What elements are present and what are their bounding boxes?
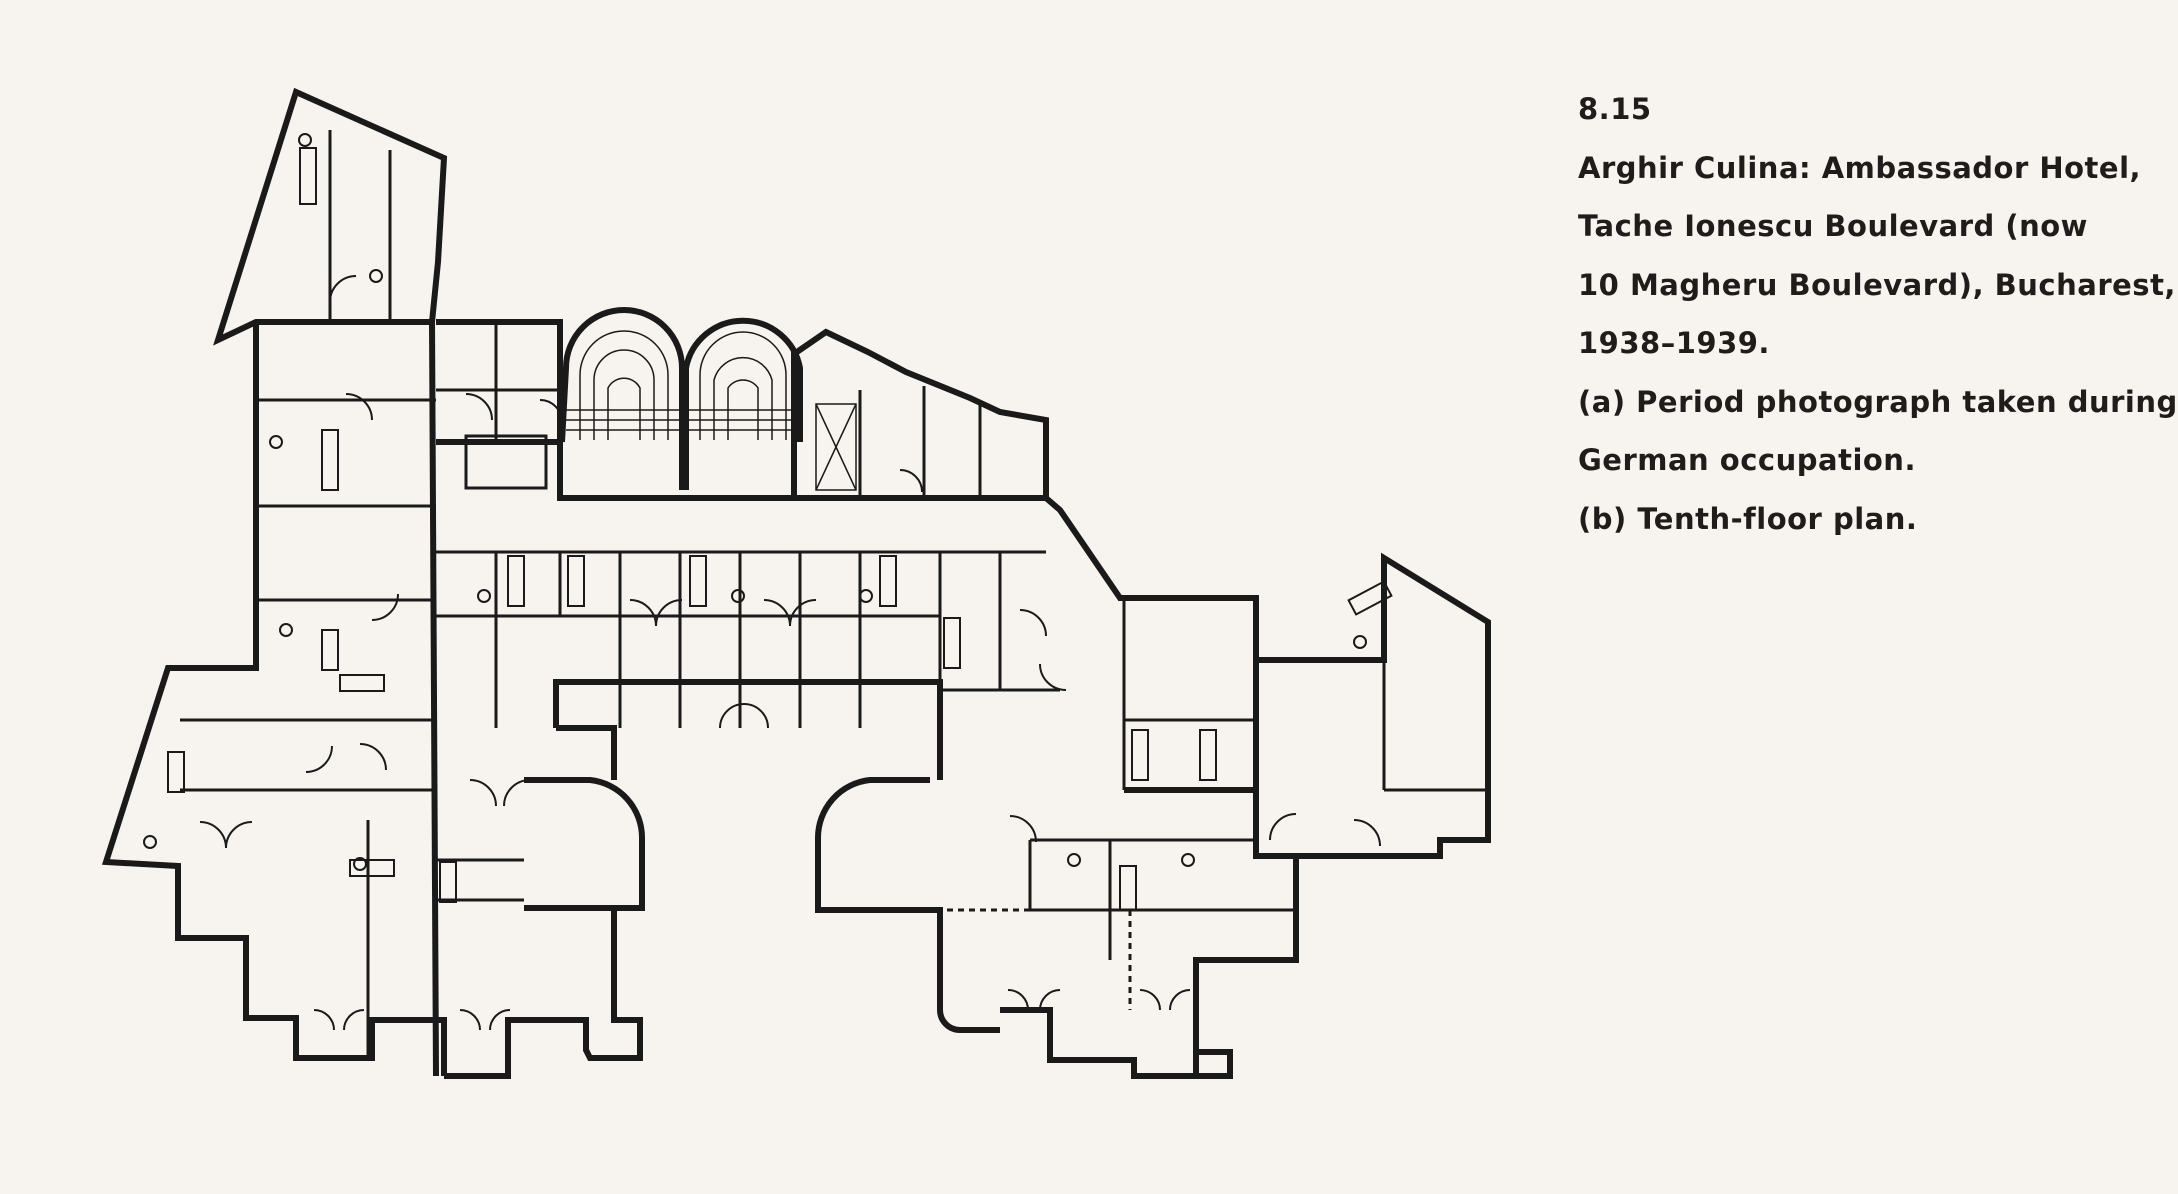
bathroom-fixtures (143, 133, 1393, 911)
stair-arch-right (683, 317, 803, 490)
west-bay-curve (524, 777, 646, 911)
east-wing-top (1253, 552, 1491, 859)
interior-partitions (180, 130, 1488, 1058)
east-low-block (1193, 960, 1233, 1079)
figure-caption: 8.15 Arghir Culina: Ambassador Hotel, Ta… (1578, 80, 2178, 548)
east-bay-curve (814, 777, 1000, 1033)
exterior-walls (101, 87, 1491, 1079)
east-stair-turret (1043, 420, 1259, 793)
caption-item-b: (b) Tenth-floor plan. (1578, 501, 1918, 536)
west-wing-right-edge (429, 321, 439, 1077)
west-southside (444, 908, 643, 1079)
figure-number: 8.15 (1578, 92, 1652, 126)
caption-address-line-2: 10 Magheru Boulevard), Bucharest, (1578, 267, 2176, 302)
tenth-floor-plan-drawing (101, 87, 1491, 1079)
caption-item-a-line-1: (a) Period photograph taken during (1578, 384, 2178, 419)
door-swings (199, 275, 1381, 1031)
east-wing-south (1000, 856, 1299, 1079)
caption-item-a-line-2: German occupation. (1578, 443, 1916, 477)
stair-block-walls (557, 328, 1049, 501)
caption-years: 1938–1939. (1578, 326, 1770, 360)
stair-arch-left (559, 307, 685, 490)
north-block-walls (436, 319, 563, 445)
central-court-west (556, 725, 617, 780)
lift-and-core (464, 434, 548, 490)
caption-address-line-1: Tache Ionescu Boulevard (now (1578, 209, 2088, 243)
staircases (566, 330, 857, 491)
caption-architect-line: Arghir Culina: Ambassador Hotel, (1578, 150, 2142, 185)
central-courtyard-north (553, 679, 943, 728)
west-tower-walls (101, 322, 447, 1076)
